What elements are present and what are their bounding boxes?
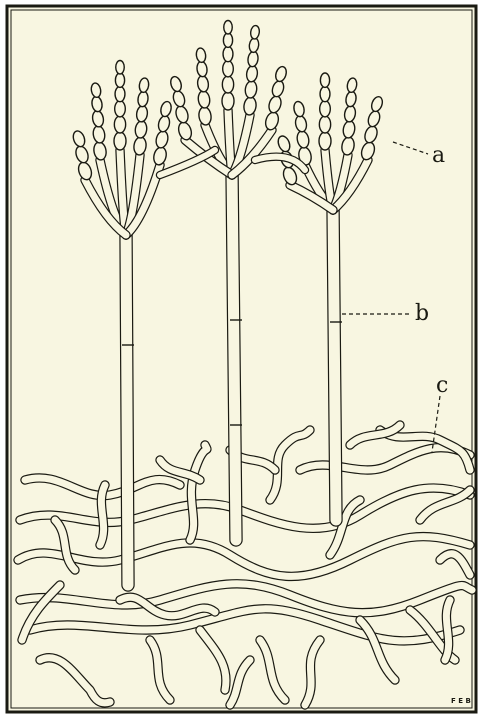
label-a: a <box>432 143 445 168</box>
label-c: c <box>436 373 448 398</box>
label-b: b <box>415 301 429 326</box>
artist-signature: F E B <box>451 697 471 705</box>
